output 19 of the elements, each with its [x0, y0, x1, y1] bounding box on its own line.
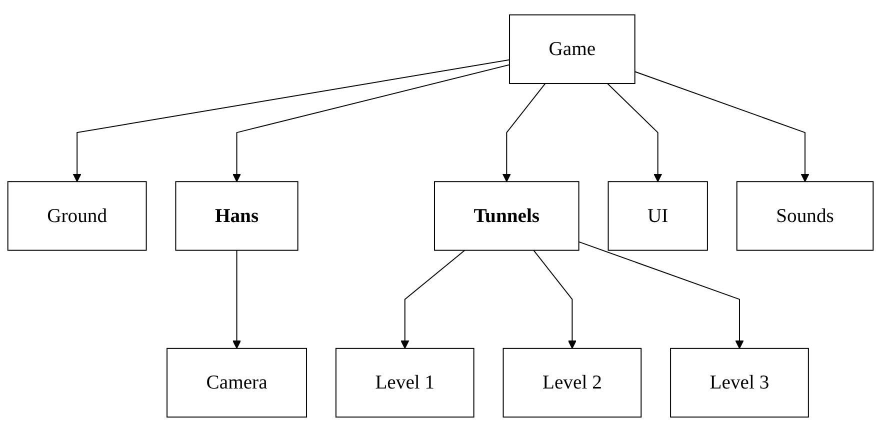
arrow — [533, 250, 576, 349]
node-box: Level 2 — [502, 348, 642, 418]
node-box: Game — [509, 14, 636, 84]
arrow — [606, 83, 662, 182]
node-box: Level 3 — [670, 348, 809, 418]
arrow — [72, 59, 510, 182]
node-box: Ground — [7, 181, 147, 251]
node-box: Sounds — [736, 181, 874, 251]
arrow — [232, 64, 510, 182]
arrow — [232, 250, 242, 349]
node-box: Hans — [175, 181, 298, 251]
node-box: Level 1 — [335, 348, 474, 418]
arrow — [578, 241, 744, 349]
node-box: Tunnels — [434, 181, 580, 251]
arrow — [634, 71, 810, 182]
arrow — [400, 250, 466, 349]
node-box: UI — [608, 181, 708, 251]
arrow — [502, 83, 546, 182]
node-box: Camera — [166, 348, 308, 418]
